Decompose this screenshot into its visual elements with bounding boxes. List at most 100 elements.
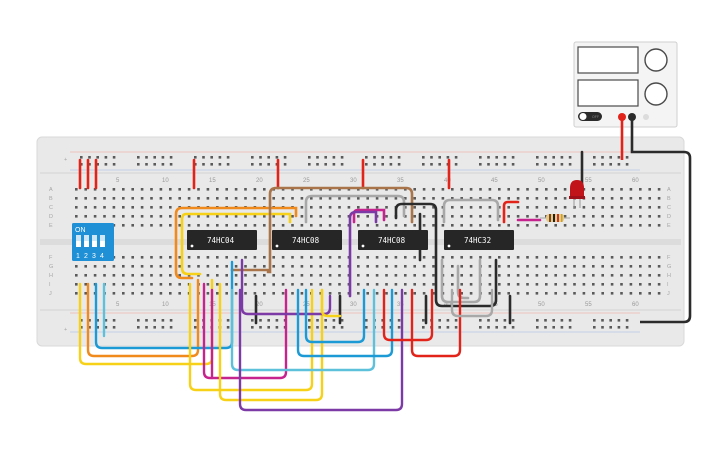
breadboard-hole[interactable] [488,265,492,268]
breadboard-hole[interactable] [216,197,219,200]
breadboard-hole[interactable] [206,274,210,277]
breadboard-hole[interactable] [365,319,368,322]
breadboard-hole[interactable] [161,319,165,322]
chip-74hc08-2[interactable]: 74HC08 [358,230,428,250]
breadboard-hole[interactable] [131,256,134,259]
breadboard-hole[interactable] [340,156,344,159]
breadboard-hole[interactable] [84,188,87,191]
breadboard-hole[interactable] [88,326,91,329]
breadboard-hole[interactable] [319,224,322,227]
breadboard-hole[interactable] [657,265,661,268]
wire-red[interactable] [382,288,434,342]
breadboard-hole[interactable] [573,292,576,295]
breadboard-hole[interactable] [554,292,557,295]
breadboard-hole[interactable] [169,326,173,329]
breadboard-hole[interactable] [259,319,262,322]
breadboard-hole[interactable] [573,265,576,268]
breadboard-hole[interactable] [609,326,612,329]
breadboard-hole[interactable] [460,256,463,259]
breadboard-hole[interactable] [498,197,501,200]
breadboard-hole[interactable] [332,156,336,159]
breadboard-hole[interactable] [161,163,165,166]
breadboard-hole[interactable] [568,319,572,322]
breadboard-hole[interactable] [281,274,285,277]
breadboard-hole[interactable] [140,215,144,218]
breadboard-hole[interactable] [507,224,510,227]
breadboard-hole[interactable] [88,319,91,322]
breadboard-hole[interactable] [526,265,529,268]
breadboard-hole[interactable] [404,292,407,295]
breadboard-hole[interactable] [122,292,125,295]
breadboard-hole[interactable] [593,326,596,329]
breadboard-hole[interactable] [93,265,97,268]
breadboard-hole[interactable] [573,283,576,286]
breadboard-hole[interactable] [560,163,564,166]
breadboard-hole[interactable] [137,156,140,159]
breadboard-hole[interactable] [206,197,210,200]
breadboard-hole[interactable] [629,206,633,209]
breadboard-hole[interactable] [592,274,595,277]
breadboard-hole[interactable] [592,197,595,200]
breadboard-hole[interactable] [300,224,304,227]
breadboard-hole[interactable] [535,197,539,200]
breadboard-hole[interactable] [159,292,163,295]
wire-orange[interactable] [86,278,200,358]
breadboard-hole[interactable] [375,292,379,295]
breadboard-hole[interactable] [169,265,172,268]
breadboard-hole[interactable] [516,215,520,218]
breadboard-hole[interactable] [300,215,304,218]
breadboard-hole[interactable] [131,206,134,209]
breadboard-hole[interactable] [592,292,595,295]
breadboard-hole[interactable] [560,156,564,159]
breadboard-hole[interactable] [460,206,463,209]
breadboard-hole[interactable] [194,156,197,159]
breadboard-hole[interactable] [507,274,510,277]
breadboard-hole[interactable] [310,215,313,218]
breadboard-hole[interactable] [206,188,210,191]
breadboard-hole[interactable] [404,256,407,259]
power-supply[interactable]: OFF [573,41,678,128]
breadboard-hole[interactable] [300,256,304,259]
breadboard-hole[interactable] [263,265,266,268]
breadboard-hole[interactable] [169,163,173,166]
breadboard-hole[interactable] [454,163,458,166]
breadboard-hole[interactable] [593,319,596,322]
breadboard-hole[interactable] [216,283,219,286]
breadboard-hole[interactable] [573,224,576,227]
breadboard-hole[interactable] [357,224,360,227]
breadboard-hole[interactable] [251,319,254,322]
breadboard-hole[interactable] [225,256,228,259]
breadboard-hole[interactable] [75,197,78,200]
breadboard-hole[interactable] [122,188,125,191]
breadboard-hole[interactable] [84,283,87,286]
breadboard-hole[interactable] [657,283,661,286]
breadboard-hole[interactable] [253,224,257,227]
breadboard-hole[interactable] [582,215,586,218]
breadboard-hole[interactable] [244,224,247,227]
breadboard-hole[interactable] [438,163,441,166]
wire-red[interactable] [410,288,462,358]
wire-blue[interactable] [304,288,366,344]
breadboard-hole[interactable] [178,265,181,268]
breadboard-hole[interactable] [159,206,163,209]
breadboard-hole[interactable] [554,256,557,259]
breadboard-hole[interactable] [563,256,567,259]
breadboard-hole[interactable] [460,274,463,277]
breadboard-hole[interactable] [140,197,144,200]
breadboard-hole[interactable] [75,206,78,209]
breadboard-hole[interactable] [451,256,454,259]
breadboard-hole[interactable] [216,265,219,268]
breadboard-hole[interactable] [225,283,228,286]
breadboard-hole[interactable] [338,274,341,277]
breadboard-hole[interactable] [375,265,379,268]
breadboard-hole[interactable] [161,326,165,329]
breadboard-hole[interactable] [272,256,275,259]
breadboard-hole[interactable] [582,274,586,277]
breadboard-hole[interactable] [592,215,595,218]
breadboard-hole[interactable] [112,215,116,218]
breadboard-hole[interactable] [234,265,238,268]
breadboard-hole[interactable] [328,215,332,218]
breadboard-hole[interactable] [535,224,539,227]
breadboard-hole[interactable] [272,224,275,227]
breadboard-hole[interactable] [526,292,529,295]
